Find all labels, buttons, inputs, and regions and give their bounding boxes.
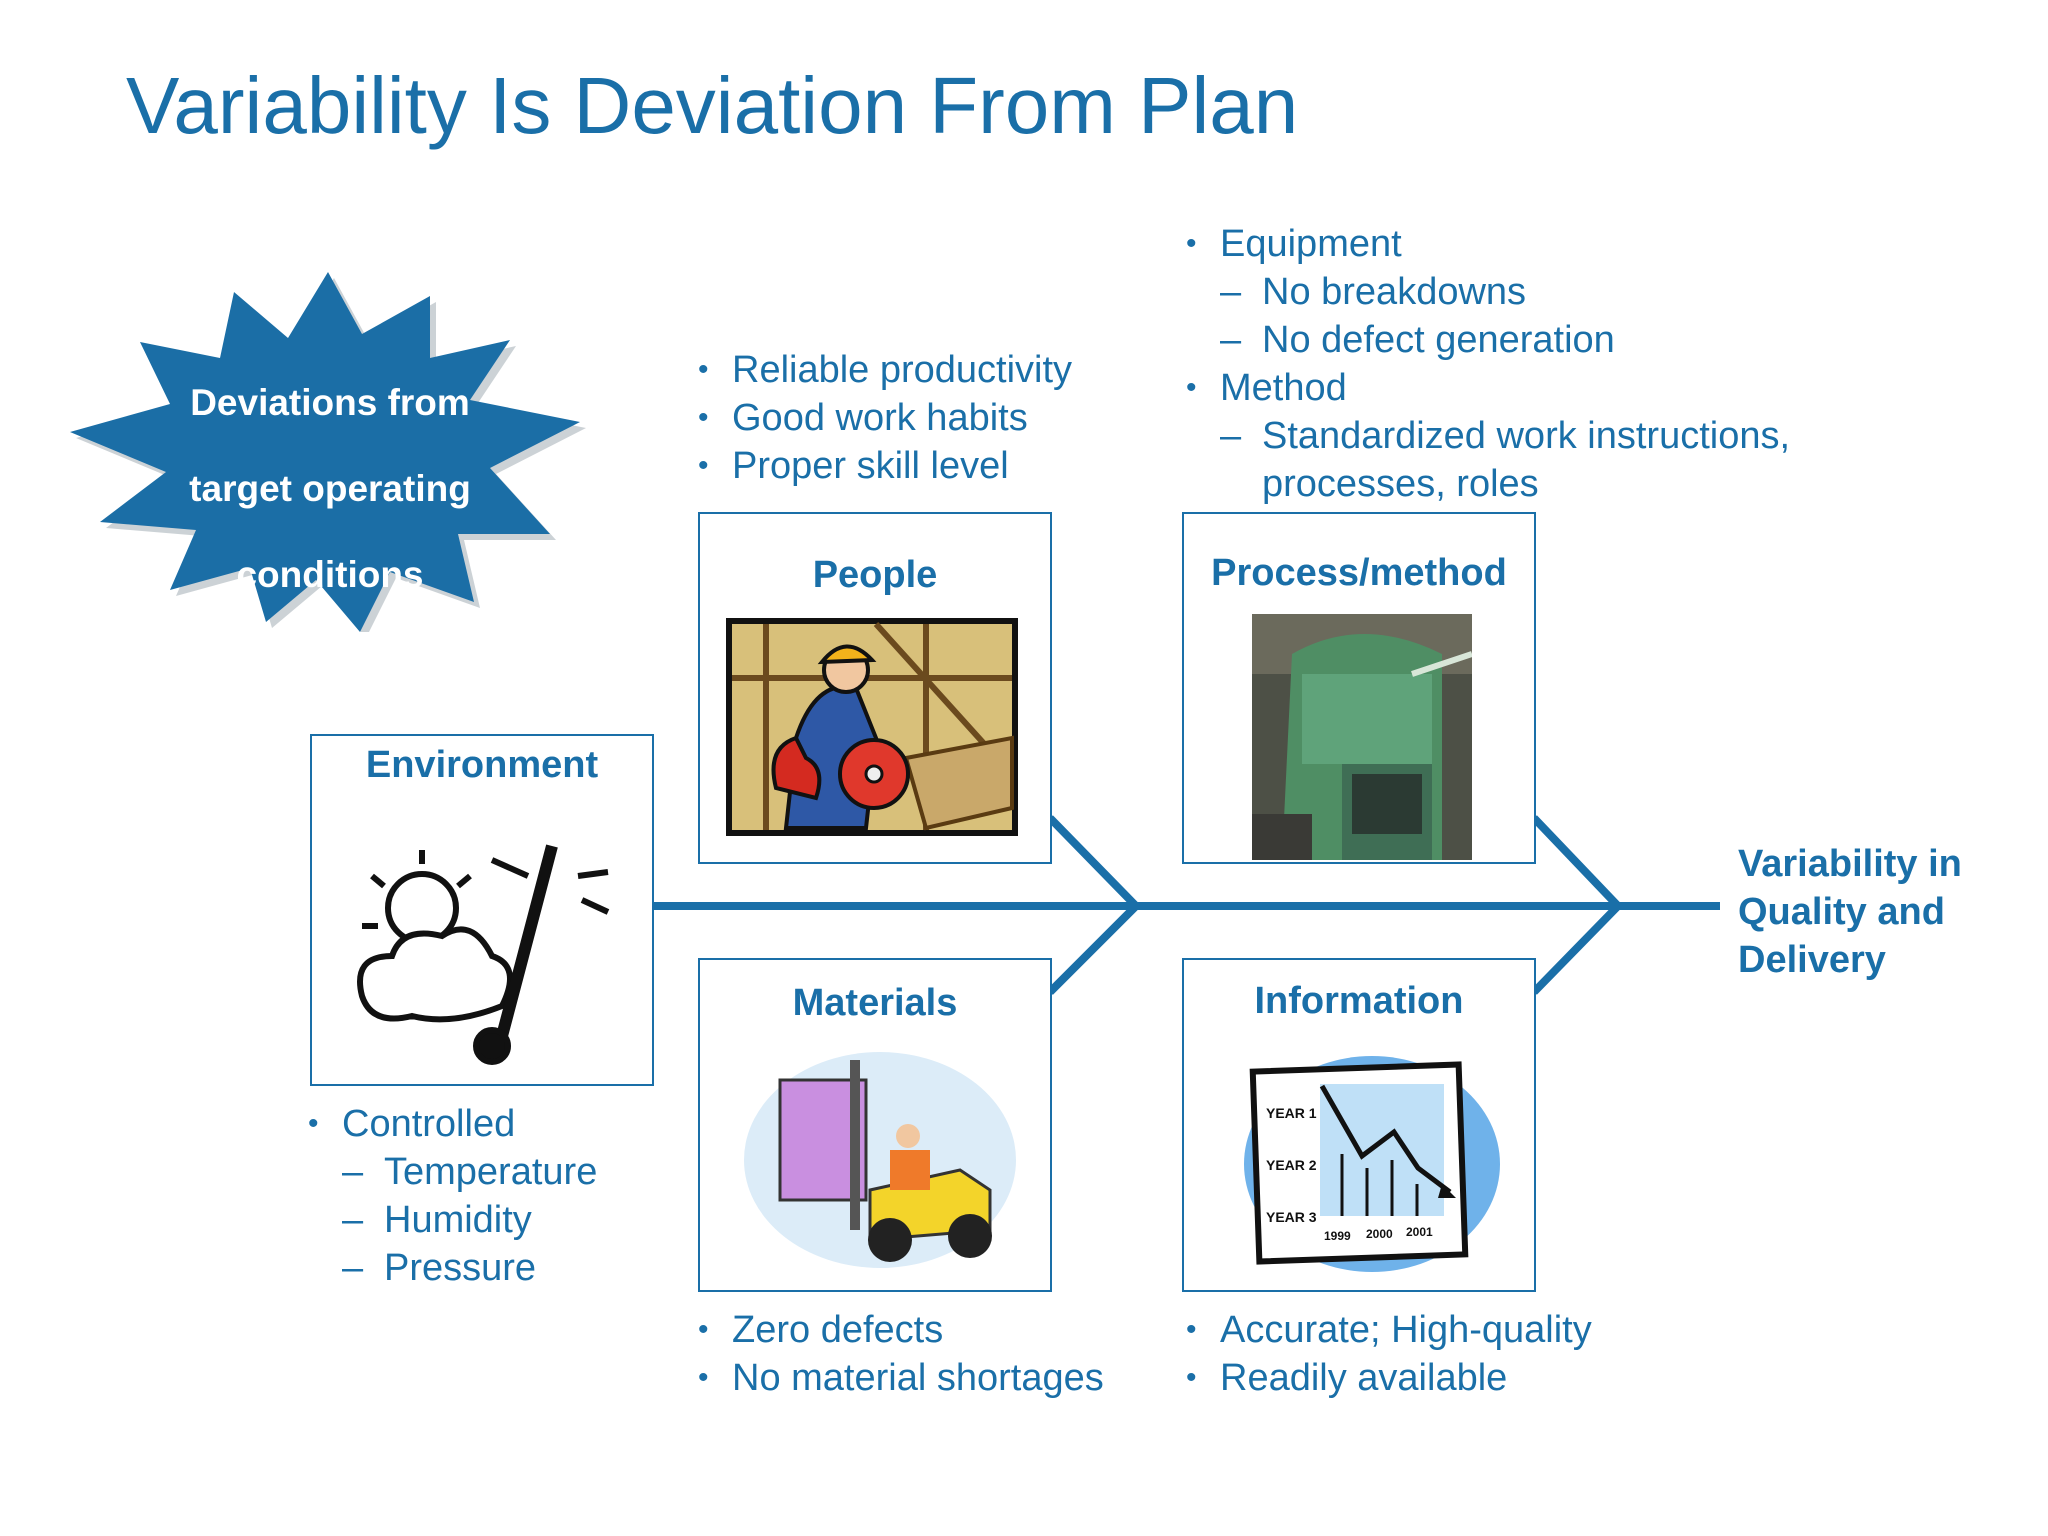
bullet: Method: [1184, 364, 1790, 412]
materials-title: Materials: [792, 982, 958, 1024]
materials-box: Materials: [698, 958, 1052, 1292]
starburst-shape: [70, 272, 580, 632]
sub-bullet: Humidity: [306, 1196, 597, 1244]
information-bullets: Accurate; High-quality Readily available: [1184, 1306, 1592, 1402]
starburst-line: conditions: [236, 554, 424, 595]
bullet: Accurate; High-quality: [1184, 1306, 1592, 1354]
industrial-press-machine-photo: [1252, 614, 1472, 860]
bullet: Zero defects: [696, 1306, 1104, 1354]
sub-bullet: Pressure: [306, 1244, 597, 1292]
chart-col-label: 2001: [1406, 1225, 1433, 1239]
bone-information: [1531, 903, 1621, 995]
materials-bullets: Zero defects No material shortages: [696, 1306, 1104, 1402]
declining-chart-icon: YEAR 1 YEAR 2 YEAR 3 1999 2000 2001: [1244, 1056, 1500, 1272]
bullet: Proper skill level: [696, 442, 1072, 490]
construction-worker-saw-icon: [726, 618, 1018, 836]
bullet: Reliable productivity: [696, 346, 1072, 394]
bone-materials: [1047, 903, 1139, 995]
people-box: People: [698, 512, 1052, 864]
bullet: Readily available: [1184, 1354, 1592, 1402]
starburst-callout: [70, 272, 586, 632]
starburst-text: Deviations from target operating conditi…: [70, 360, 590, 618]
effect-line: Quality and: [1738, 891, 1945, 933]
environment-bullets: Controlled Temperature Humidity Pressure: [306, 1100, 597, 1292]
bullet: Equipment: [1184, 220, 1790, 268]
chart-row-label: YEAR 2: [1266, 1157, 1317, 1173]
sub-bullet: Temperature: [306, 1148, 597, 1196]
bone-process: [1531, 815, 1621, 909]
effect-label: Variability in Quality and Delivery: [1738, 840, 1962, 984]
process-bullets: Equipment No breakdowns No defect genera…: [1184, 220, 1790, 508]
bone-people: [1047, 815, 1139, 909]
sub-bullet-continued: processes, roles: [1262, 463, 1539, 505]
sub-bullet: No defect generation: [1184, 316, 1790, 364]
chart-row-label: YEAR 3: [1266, 1209, 1317, 1225]
environment-title: Environment: [365, 744, 599, 786]
sub-bullet: Standardized work instructions,: [1184, 412, 1790, 460]
effect-line: Delivery: [1738, 939, 1886, 981]
weather-thermometer-icon: [357, 844, 610, 1065]
starburst-line: Deviations from: [190, 382, 470, 423]
forklift-icon: [744, 1052, 1016, 1268]
information-title: Information: [1254, 980, 1464, 1022]
starburst-line: target operating: [189, 468, 471, 509]
chart-col-label: 1999: [1324, 1229, 1351, 1243]
information-box: Information YEAR 1 YEAR 2 YEAR 3 1999 20…: [1182, 958, 1536, 1292]
bullet: Good work habits: [696, 394, 1072, 442]
chart-col-label: 2000: [1366, 1227, 1393, 1241]
bullet: Controlled: [306, 1100, 597, 1148]
people-bullets: Reliable productivity Good work habits P…: [696, 346, 1072, 490]
bullet: No material shortages: [696, 1354, 1104, 1402]
process-box: Process/method: [1182, 512, 1536, 864]
people-title: People: [812, 554, 938, 596]
slide-title: Variability Is Deviation From Plan: [126, 61, 1299, 150]
process-title: Process/method: [1211, 552, 1507, 594]
chart-row-label: YEAR 1: [1266, 1105, 1317, 1121]
environment-box: Environment: [310, 734, 654, 1086]
effect-line: Variability in: [1738, 843, 1962, 885]
sub-bullet: No breakdowns: [1184, 268, 1790, 316]
